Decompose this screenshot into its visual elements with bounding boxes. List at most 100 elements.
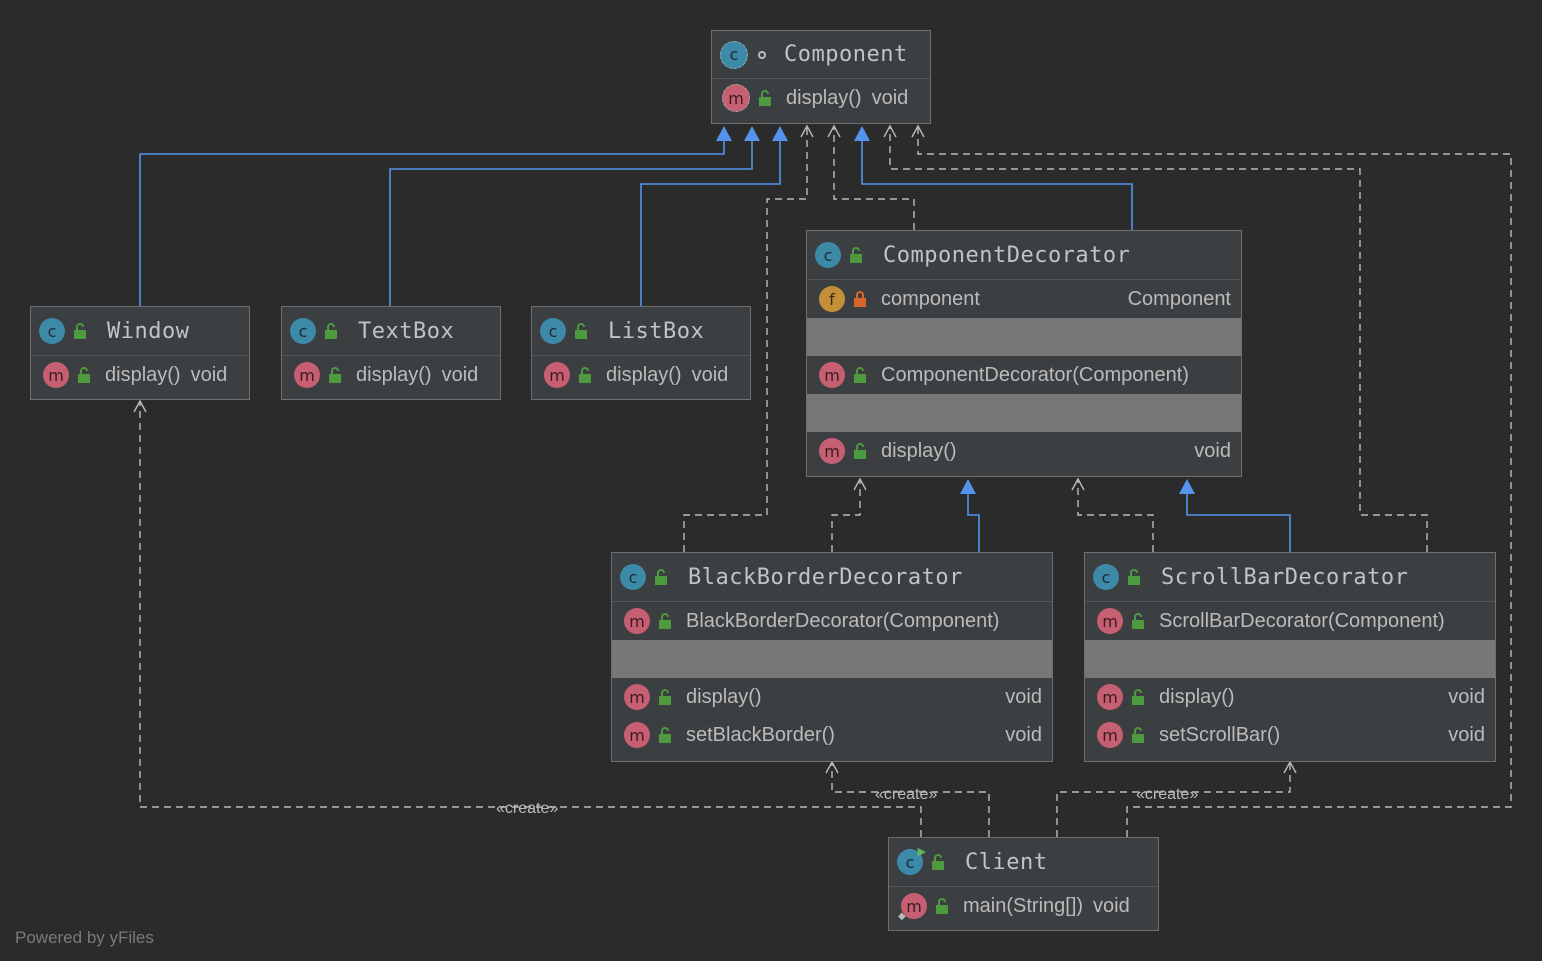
section-divider xyxy=(1085,640,1495,678)
unlock-icon xyxy=(74,323,86,339)
method-type: void xyxy=(1093,894,1130,917)
inheritance-arrowheads xyxy=(716,126,1195,494)
method-icon: m xyxy=(819,362,845,388)
method-icon: m xyxy=(294,362,320,388)
method-name: setScrollBar() xyxy=(1159,723,1281,746)
abstract-class-icon: c xyxy=(720,40,748,69)
section-divider xyxy=(612,640,1052,678)
black-border-decorator-class-node[interactable]: c BlackBorderDecorator m BlackBorderDeco… xyxy=(611,552,1053,762)
method-icon: m xyxy=(624,722,650,748)
method-icon: m xyxy=(624,684,650,710)
component-decorator-class-node[interactable]: c ComponentDecorator f component Compone… xyxy=(806,230,1242,477)
unlock-icon xyxy=(1128,569,1140,585)
unlock-icon xyxy=(655,569,667,585)
class-icon: c xyxy=(39,318,65,344)
unlock-icon xyxy=(329,367,341,383)
create-label-black-border: «create» xyxy=(875,786,938,803)
method-type: void xyxy=(1194,439,1231,462)
method-icon: m xyxy=(624,608,650,634)
class-title: Component xyxy=(784,42,908,67)
component-class-node[interactable]: c Component m display() void xyxy=(711,30,931,124)
unlock-icon xyxy=(1132,727,1144,743)
class-title: ComponentDecorator xyxy=(883,242,1131,268)
method-type: void xyxy=(871,86,909,109)
method-type: void xyxy=(1005,723,1042,746)
method-type: void xyxy=(1005,685,1042,708)
method-name: display() xyxy=(686,685,762,708)
class-icon: c xyxy=(290,318,316,344)
method-type: void xyxy=(190,363,228,386)
unlock-icon xyxy=(325,323,337,339)
method-row: m display() void xyxy=(612,678,1052,716)
class-title: Client xyxy=(965,849,1048,875)
unlock-icon xyxy=(659,613,671,629)
method-name: display() xyxy=(1159,685,1235,708)
constructor-name: ComponentDecorator(Component) xyxy=(881,363,1189,386)
method-row: m display() void xyxy=(31,356,249,394)
method-icon: m xyxy=(1097,684,1123,710)
method-row: m setScrollBar() void xyxy=(1085,716,1495,754)
field-name: component xyxy=(881,287,980,310)
constructor-row: m ComponentDecorator(Component) xyxy=(807,356,1241,394)
method-row: m display() void xyxy=(532,356,750,394)
method-icon: m xyxy=(819,438,845,464)
method-name: display() xyxy=(105,363,181,386)
create-label-window: «create» xyxy=(496,800,559,817)
dependency-edges xyxy=(139,127,1512,837)
window-class-node[interactable]: c Window m display() void xyxy=(30,306,250,400)
dependency-arrowheads xyxy=(133,124,1297,774)
unlock-icon xyxy=(936,898,948,914)
field-type: Component xyxy=(1127,287,1231,310)
method-name: display() xyxy=(881,439,957,462)
method-icon: m xyxy=(1097,608,1123,634)
constructor-name: ScrollBarDecorator(Component) xyxy=(1159,609,1445,632)
textbox-class-node[interactable]: c TextBox m display() void xyxy=(281,306,501,400)
method-name: setBlackBorder() xyxy=(686,723,835,746)
class-title: ScrollBarDecorator xyxy=(1161,564,1409,590)
unlock-icon xyxy=(854,443,866,459)
unlock-icon xyxy=(579,367,591,383)
method-name: display() xyxy=(606,363,682,386)
method-row: m display() void xyxy=(1085,678,1495,716)
unlock-icon xyxy=(1132,689,1144,705)
runnable-class-icon: c▶ xyxy=(897,845,926,875)
unlock-icon xyxy=(659,689,671,705)
method-row: m display() void xyxy=(807,432,1241,470)
unlock-icon xyxy=(932,854,944,870)
method-icon: m xyxy=(722,84,750,112)
run-arrow-icon: ▶ xyxy=(917,845,926,858)
method-icon: m xyxy=(1097,722,1123,748)
field-icon: f xyxy=(819,286,845,312)
class-title: Window xyxy=(107,318,190,344)
lock-icon xyxy=(854,291,866,307)
unlock-icon xyxy=(850,247,862,263)
package-visibility-icon xyxy=(758,50,766,59)
class-icon: c xyxy=(1093,564,1119,590)
unlock-icon xyxy=(575,323,587,339)
method-name: display() xyxy=(356,363,432,386)
method-icon: m xyxy=(43,362,69,388)
inheritance-edges xyxy=(139,140,1291,552)
unlock-icon xyxy=(854,367,866,383)
method-icon: m xyxy=(544,362,570,388)
client-class-node[interactable]: c▶ Client m◆ main(String[]) void xyxy=(888,837,1159,931)
method-name: main(String[]) xyxy=(963,894,1084,917)
method-row: m display() void xyxy=(712,79,930,117)
scroll-bar-decorator-class-node[interactable]: c ScrollBarDecorator m ScrollBarDecorato… xyxy=(1084,552,1496,762)
constructor-name: BlackBorderDecorator(Component) xyxy=(686,609,1000,632)
method-type: void xyxy=(1448,685,1485,708)
method-name: display() xyxy=(786,86,862,109)
method-type: void xyxy=(441,363,479,386)
listbox-class-node[interactable]: c ListBox m display() void xyxy=(531,306,751,400)
section-divider xyxy=(807,318,1241,356)
static-marker-icon: ◆ xyxy=(898,911,906,922)
method-type: void xyxy=(691,363,729,386)
class-icon: c xyxy=(620,564,646,590)
section-divider xyxy=(807,394,1241,432)
unlock-icon xyxy=(659,727,671,743)
class-title: TextBox xyxy=(358,318,455,344)
constructor-row: m ScrollBarDecorator(Component) xyxy=(1085,602,1495,640)
method-type: void xyxy=(1448,723,1485,746)
method-row: m setBlackBorder() void xyxy=(612,716,1052,754)
